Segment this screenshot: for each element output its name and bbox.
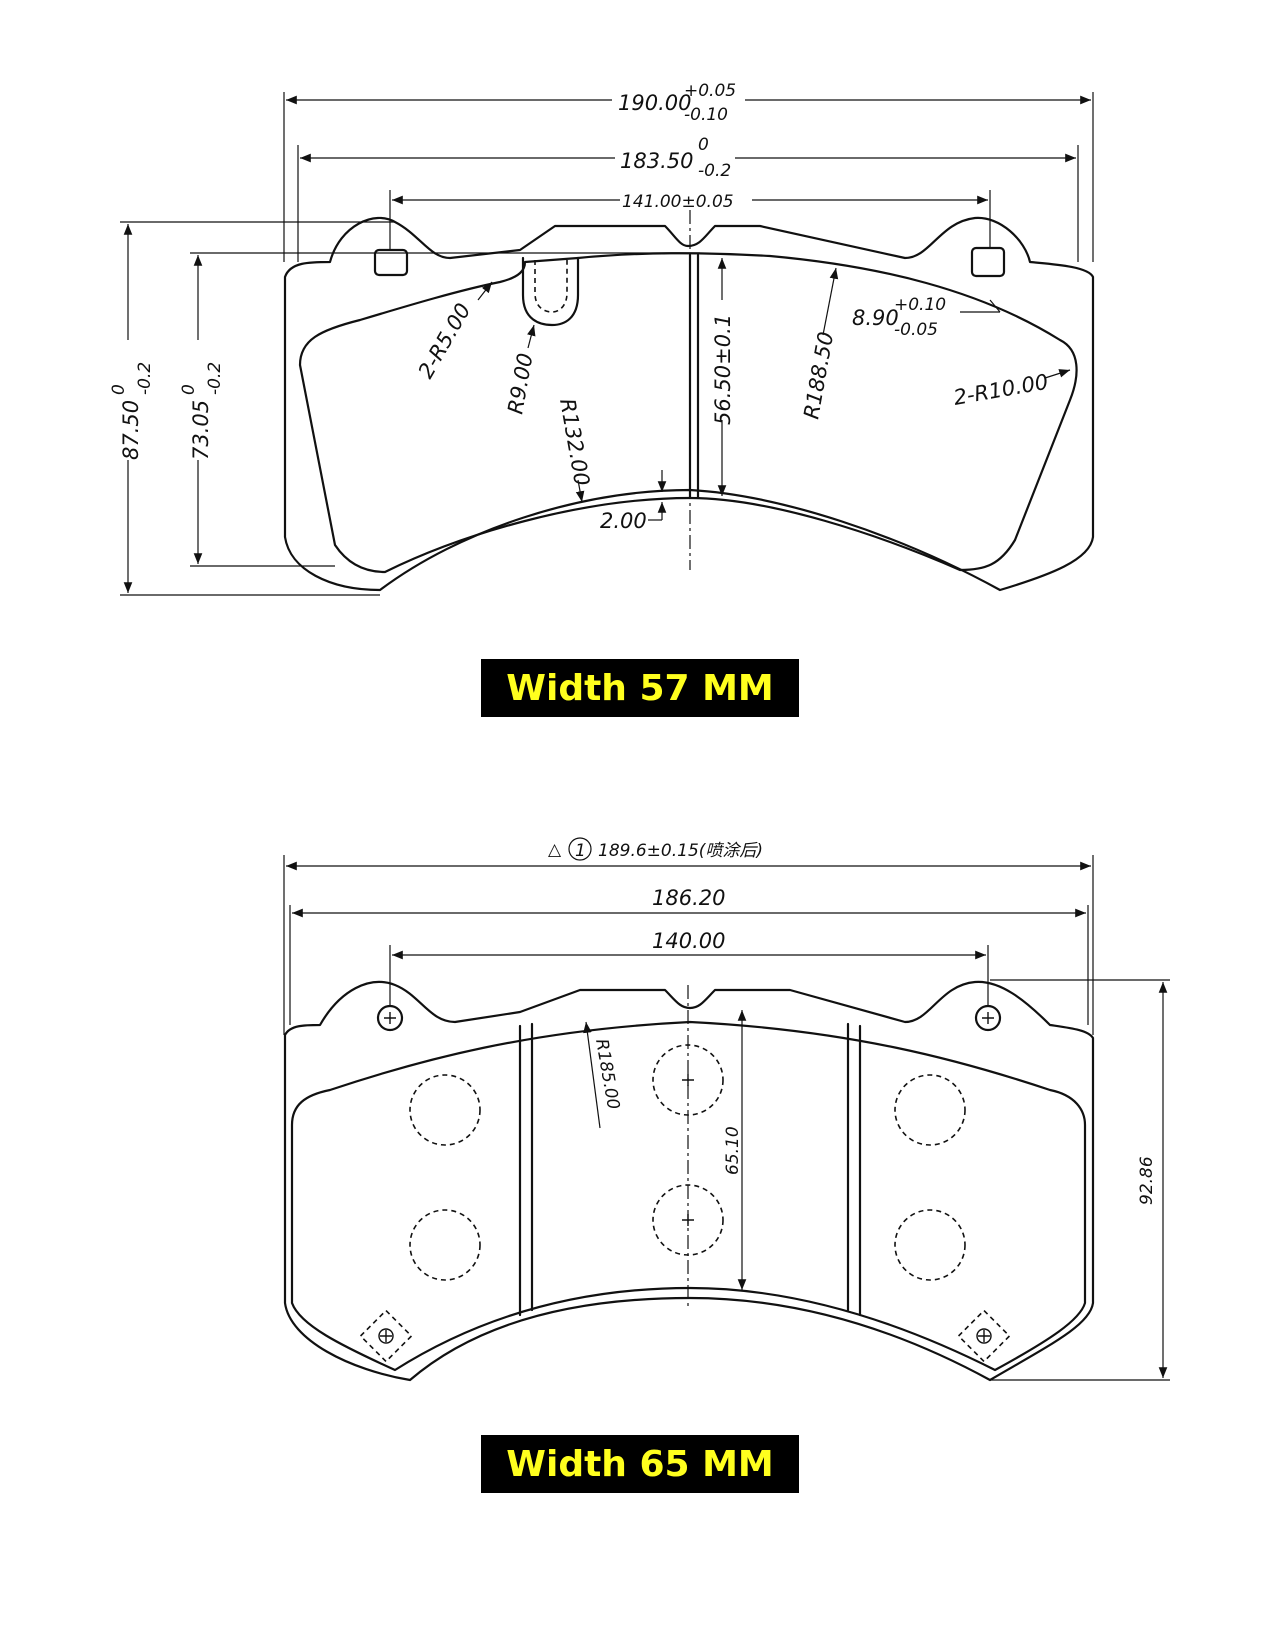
dim-overall-bottom-prefix: △ [548,840,562,860]
dim-backing-bottom: 186.20 [652,886,725,910]
mounting-hole-right-top [970,246,1006,278]
pad-drawing-bottom: △ 1 189.6±0.15(喷涂后) 186.20 140.00 R185.0… [283,837,1170,1382]
dim-holes-bottom: 140.00 [652,929,725,953]
dim-center-height-top: 56.50±0.1 [711,314,735,425]
dim-height-overall-top: 87.50 [119,400,143,460]
dim-height-friction-top: 73.05 [189,400,213,460]
width-label-top-text: Width 57 MM [506,667,774,709]
dim-overall-bottom: 189.6±0.15(喷涂后) [598,841,763,861]
friction-outline-top [298,252,1078,574]
mounting-hole-left-bottom [376,1004,404,1032]
dim-overall-bottom-marker: 1 [575,841,586,861]
dim-r9-top: R9.00 [503,351,537,416]
friction-outline-bottom [290,1020,1087,1372]
dim-tab-top-lower: -0.05 [894,320,938,340]
dim-r132-top: R132.00 [555,397,594,488]
center-slot-top [688,253,700,500]
backing-plate-outline-top [283,216,1095,592]
dim-r188-top: R188.50 [799,330,838,421]
piston-circle-2 [409,1209,481,1281]
dim-backing-top-upper: 0 [698,135,709,155]
dim-backing-top-base: 183.50 [620,149,693,173]
dim-r10-top: 2-R10.00 [952,370,1050,410]
dim-r5-top: 2-R5.00 [414,299,476,382]
backing-edge-top [284,277,1094,537]
dim-overall-top-base: 190.00 [618,91,691,115]
dim-backing-top-lower: -0.2 [698,161,731,181]
dim-holes-top: 141.00±0.05 [622,192,734,212]
svg-text:0: 0 [109,384,129,395]
dim-overall-top-lower: -0.10 [684,105,728,125]
pad-drawing-top: 190.00 +0.05 -0.10 183.50 0 -0.2 141.00±… [109,81,1095,596]
clip-diamond-right [957,1309,1011,1363]
svg-text:-0.2: -0.2 [135,362,155,395]
slot-right-bottom [846,1022,862,1317]
clip-diamond-left [359,1309,413,1363]
piston-circle-1 [409,1074,481,1146]
piston-circle-6 [894,1209,966,1281]
svg-text:-0.2: -0.2 [205,362,225,395]
dim-slot-top: 2.00 [600,509,647,533]
u-notch-inner-top [534,260,568,313]
dim-tab-top-base: 8.90 [852,306,899,330]
width-label-top: Width 57 MM [481,659,799,717]
width-label-bottom: Width 65 MM [481,1435,799,1493]
backing-plate-outline-bottom [283,980,1095,1382]
mounting-hole-right-bottom [974,1004,1002,1032]
dim-overall-top-upper: +0.05 [684,81,736,101]
svg-text:0: 0 [179,384,199,395]
width-label-bottom-text: Width 65 MM [506,1443,774,1485]
dim-tab-top-upper: +0.10 [894,295,946,315]
dim-height-bottom: 92.86 [1137,1156,1157,1205]
slot-left-bottom [518,1022,534,1317]
mounting-hole-left-top [373,248,409,277]
u-notch-top [521,256,580,327]
piston-circle-5 [894,1074,966,1146]
dim-sensor-bottom: 65.10 [723,1126,743,1175]
